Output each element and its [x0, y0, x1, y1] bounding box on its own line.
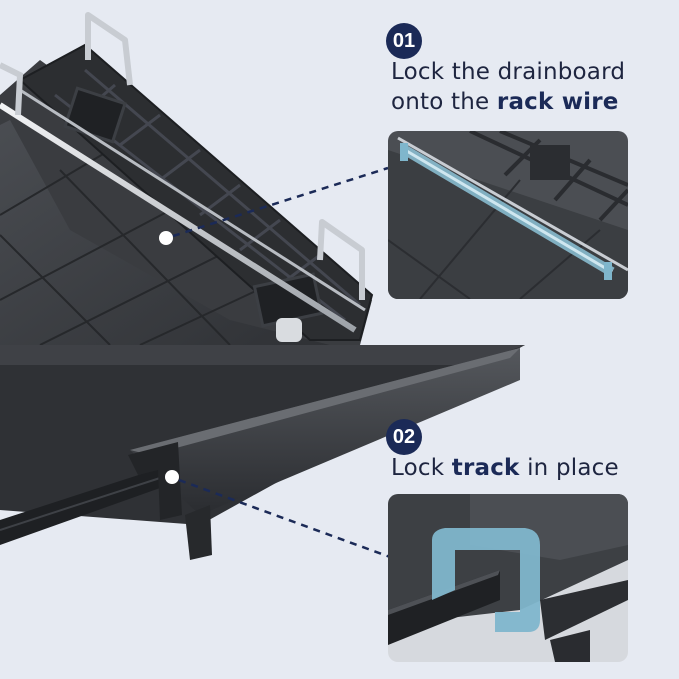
drainboard-scene	[0, 12, 374, 346]
rack-wire-detail-inset	[388, 131, 628, 299]
step2-caption: Lock track in place	[391, 453, 619, 483]
track-lock-detail-inset	[388, 494, 628, 662]
step-number-badge-01: 01	[386, 23, 422, 59]
marker-dot-2	[165, 470, 179, 484]
step1-caption-line1: Lock the drainboard	[391, 59, 626, 85]
step2-caption-suffix: in place	[519, 455, 619, 481]
step2-caption-prefix: Lock	[391, 455, 452, 481]
step1-caption-prefix: onto the	[391, 89, 497, 115]
dashed-connector-2	[178, 478, 391, 559]
step1-caption-bold: rack wire	[496, 89, 619, 115]
step1-caption: Lock the drainboard onto the rack wire	[391, 57, 625, 117]
marker-dot-1	[159, 231, 173, 245]
dashed-connector-1	[172, 166, 389, 238]
track-scene	[0, 345, 525, 560]
step2-caption-bold: track	[451, 455, 520, 481]
step1-caption-line2: onto the rack wire	[391, 87, 625, 117]
step-number-badge-02: 02	[386, 419, 422, 455]
